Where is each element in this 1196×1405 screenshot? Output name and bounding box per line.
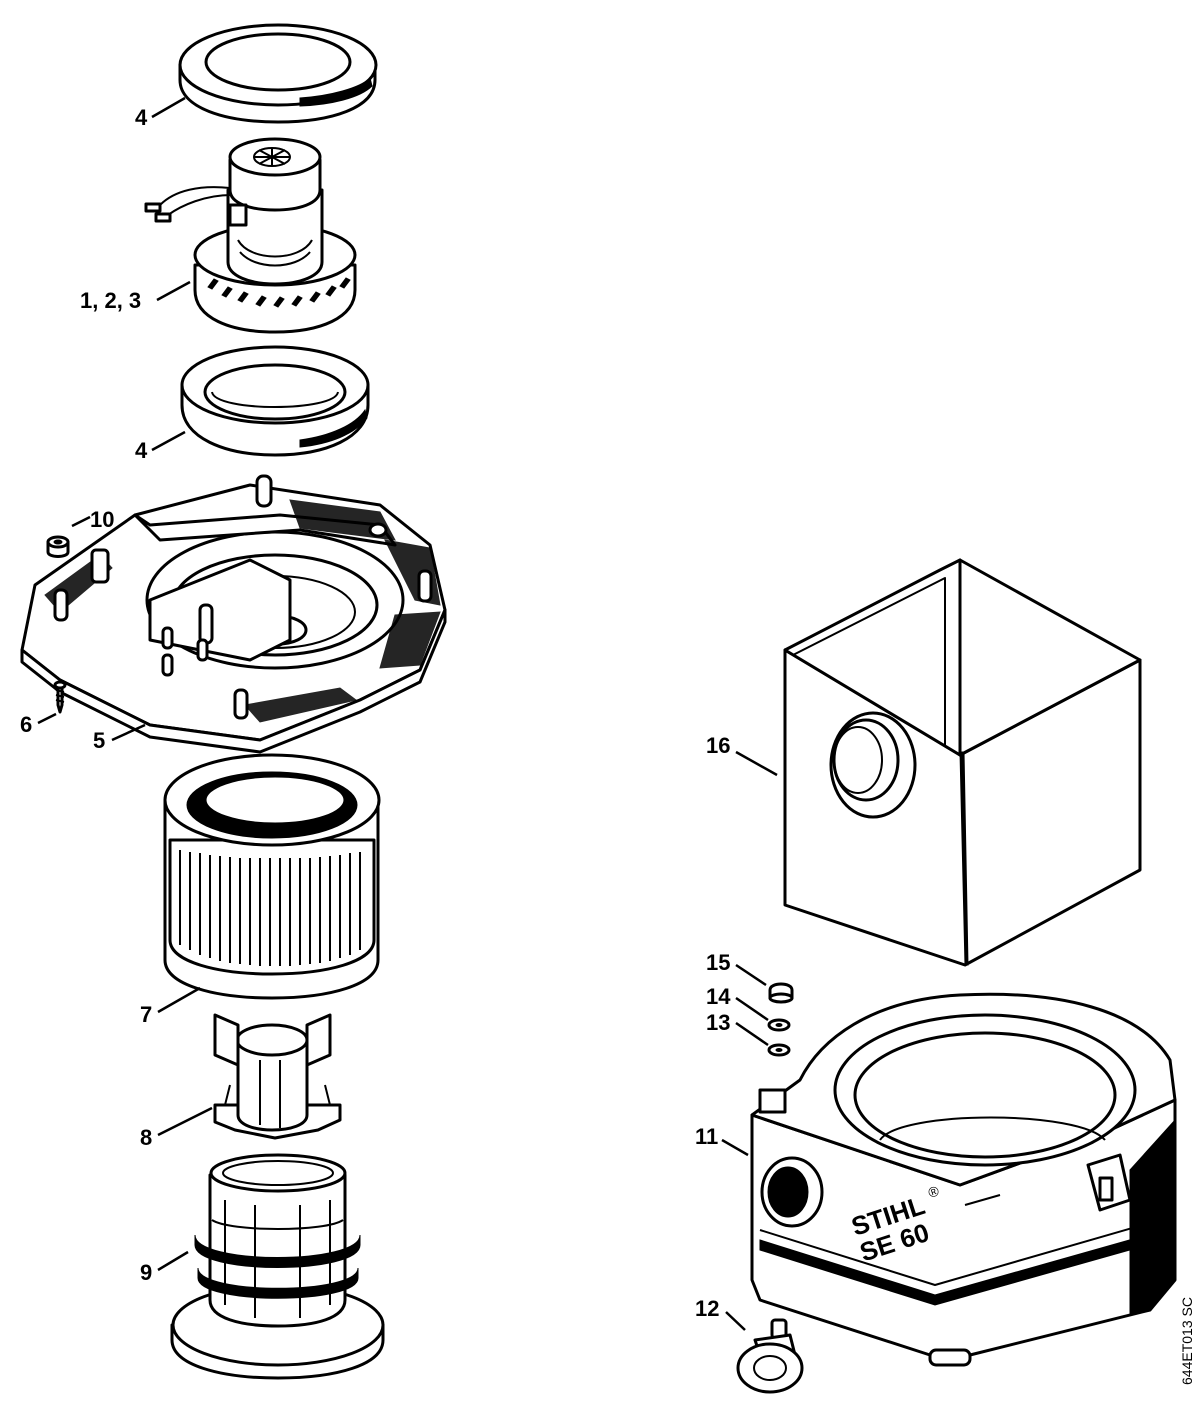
part-9-float-basket [170,1153,385,1380]
part-13-washer [767,1043,791,1057]
label-5: 5 [93,728,105,753]
label-4-top: 4 [135,105,148,130]
label-16: 16 [706,733,730,758]
part-6-screw [53,680,67,714]
label-1-2-3: 1, 2, 3 [80,288,141,313]
part-15-cap-nut [768,982,794,1004]
label-6: 6 [20,712,32,737]
label-7: 7 [140,1002,152,1027]
part-4-lower-gasket [180,345,370,457]
part-5-base-plate [20,474,447,754]
filter-pleats [179,850,361,966]
leader-lines [37,96,778,1331]
motor-vent-slots [207,277,351,308]
part-14-washer [767,1018,791,1032]
label-15: 15 [706,950,730,975]
label-9: 9 [140,1260,152,1285]
label-11: 11 [695,1124,718,1149]
label-13: 13 [706,1010,730,1035]
part-4-top-gasket [178,23,378,124]
part-1-2-3-motor [144,137,357,334]
label-4-bottom: 4 [135,438,148,463]
label-10: 10 [90,507,114,532]
label-12: 12 [695,1296,719,1321]
part-10-nut [46,535,70,558]
part-16-filter-bag [783,558,1142,967]
label-8: 8 [140,1125,152,1150]
label-14: 14 [706,984,731,1009]
part-8-filter-insert [213,1013,342,1140]
part-11-container: STIHL ® SE 60 [750,992,1177,1367]
part-12-castor [736,1318,804,1394]
base-posts [53,474,433,720]
part-7-cartridge-filter [163,753,381,1000]
callout-labels: 4 1, 2, 3 4 10 6 5 7 8 9 16 15 14 13 11 … [20,105,731,1321]
reference-code: 644ET013 SC [1179,1297,1195,1385]
